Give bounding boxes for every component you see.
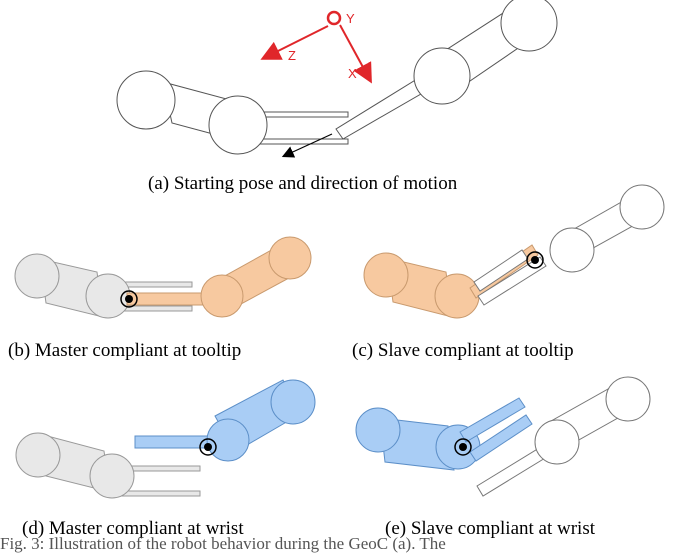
slave-arm-white xyxy=(476,376,651,497)
compliance-marker-icon xyxy=(526,251,544,269)
caption-a: (a) Starting pose and direction of motio… xyxy=(148,173,458,194)
caption-d: (d) Master compliant at wrist xyxy=(22,518,244,539)
slave-arm-orange xyxy=(126,236,312,318)
panel-d-master-compliant-wrist xyxy=(15,379,316,499)
slave-arm-white xyxy=(473,184,665,306)
figure-caption-line: Fig. 3: Illustration of the robot behavi… xyxy=(0,534,446,553)
caption-c: (c) Slave compliant at tooltip xyxy=(352,340,574,361)
compliance-marker-icon xyxy=(120,290,138,308)
panel-e-slave-compliant-wrist xyxy=(355,376,651,497)
compliance-marker-icon xyxy=(199,438,217,456)
axis-label-x: X xyxy=(348,66,357,81)
slave-arm xyxy=(335,0,558,140)
coordinate-frame: Y Z X xyxy=(260,10,372,84)
axis-label-y: Y xyxy=(346,11,355,26)
caption-e: (e) Slave compliant at wrist xyxy=(385,518,595,539)
panel-c-slave-compliant-tooltip xyxy=(363,184,665,319)
motion-direction-arrow xyxy=(281,133,333,158)
master-arm xyxy=(116,70,349,155)
caption-b: (b) Master compliant at tooltip xyxy=(8,340,242,361)
slave-arm-blue xyxy=(134,379,316,462)
compliance-marker-icon xyxy=(454,438,472,456)
axis-label-z: Z xyxy=(288,48,296,63)
master-arm-blue xyxy=(355,397,533,471)
master-arm-gray xyxy=(14,253,193,319)
panel-b-master-compliant-tooltip xyxy=(14,236,312,319)
master-arm-gray xyxy=(15,432,201,499)
panel-a-starting-pose: Y Z X xyxy=(116,0,558,158)
